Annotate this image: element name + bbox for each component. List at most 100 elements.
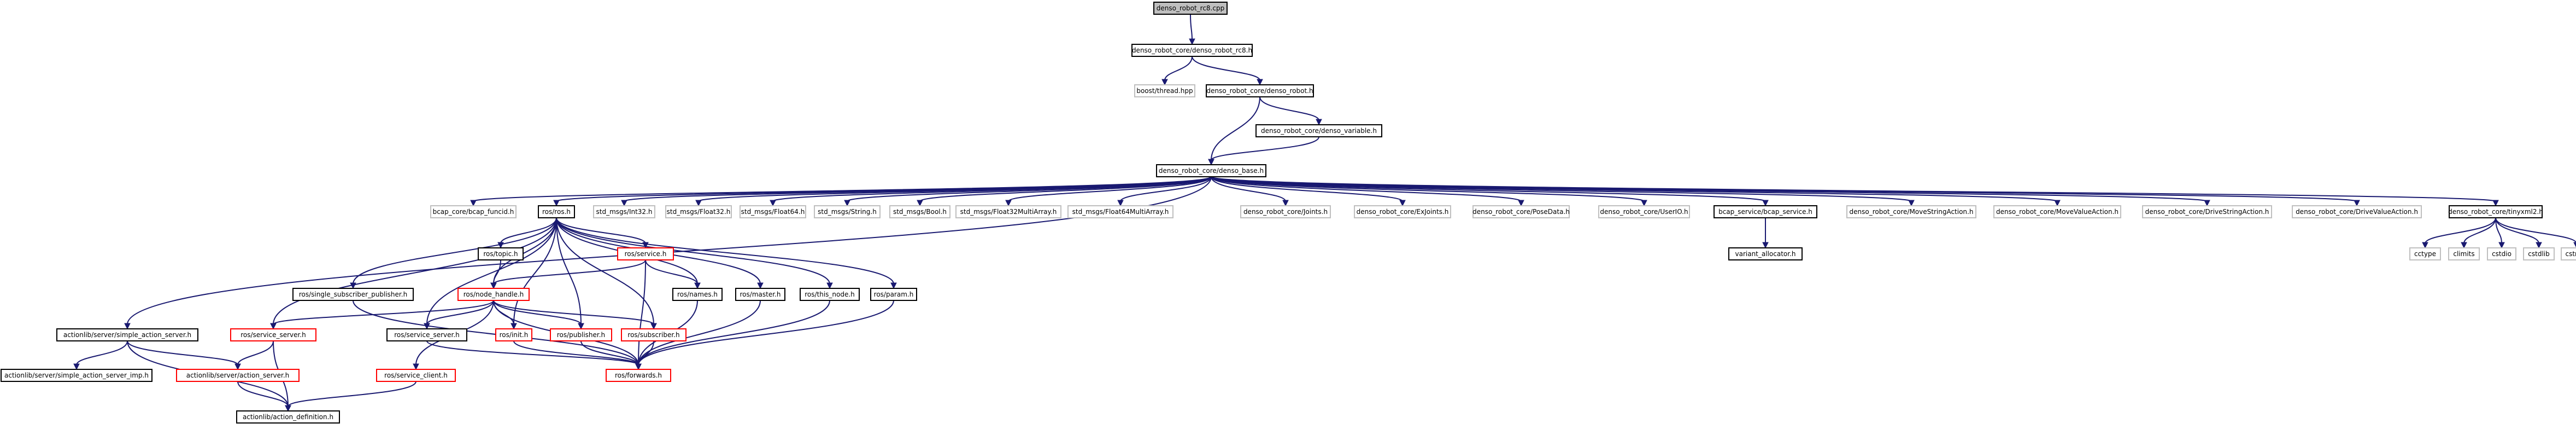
node-label: climits bbox=[2453, 250, 2474, 258]
edge-base-to-exjoints bbox=[1211, 176, 1403, 202]
node-drivevalue[interactable]: denso_robot_core/DriveValueAction.h bbox=[2292, 205, 2422, 218]
node-root[interactable]: denso_robot_rc8.cpp bbox=[1153, 2, 1228, 15]
node-simpleserver[interactable]: actionlib/server/simple_action_server.h bbox=[56, 328, 198, 341]
node-f32multi[interactable]: std_msgs/Float32MultiArray.h bbox=[955, 205, 1061, 218]
node-movestring[interactable]: denso_robot_core/MoveStringAction.h bbox=[1846, 205, 1976, 218]
node-variable[interactable]: denso_robot_core/denso_variable.h bbox=[1255, 124, 1382, 137]
node-label: denso_robot_core/denso_variable.h bbox=[1261, 127, 1377, 135]
node-publisher[interactable]: ros/publisher.h bbox=[550, 328, 612, 341]
node-actiondef[interactable]: actionlib/action_definition.h bbox=[236, 410, 340, 424]
edge-service-to-nodehandle bbox=[493, 259, 646, 285]
node-label: boost/thread.hpp bbox=[1136, 87, 1193, 95]
node-box bbox=[1240, 205, 1331, 218]
node-label: cstring bbox=[2565, 250, 2576, 258]
edge-simpleserver-to-actionserver bbox=[127, 340, 238, 366]
node-bool[interactable]: std_msgs/Bool.h bbox=[889, 205, 950, 218]
node-label: std_msgs/Float64.h bbox=[741, 208, 805, 216]
node-cstdlib[interactable]: cstdlib bbox=[2523, 247, 2555, 260]
node-servicesrv[interactable]: ros/service_server.h bbox=[230, 328, 316, 341]
node-label: denso_robot_core/DriveStringAction.h bbox=[2145, 208, 2269, 216]
edge-service-to-forwards bbox=[638, 259, 646, 366]
node-thisnode[interactable]: ros/this_node.h bbox=[800, 288, 860, 301]
arrowhead-simpleserver-to-simpleserverimp bbox=[73, 363, 80, 370]
node-topic[interactable]: ros/topic.h bbox=[478, 247, 524, 260]
node-label: ros/service_client.h bbox=[384, 372, 448, 379]
node-posedata[interactable]: denso_robot_core/PoseData.h bbox=[1472, 205, 1570, 218]
node-robot[interactable]: denso_robot_core/denso_robot.h bbox=[1206, 84, 1314, 97]
edge-ros-to-publisher bbox=[556, 217, 582, 325]
edge-base-to-joints bbox=[1211, 176, 1286, 202]
node-box bbox=[621, 328, 686, 341]
node-box bbox=[665, 205, 732, 218]
node-serviceclient[interactable]: ros/service_client.h bbox=[376, 369, 456, 382]
node-label: std_msgs/Float32.h bbox=[667, 208, 731, 216]
node-forwards[interactable]: ros/forwards.h bbox=[606, 369, 671, 382]
node-string[interactable]: std_msgs/String.h bbox=[814, 205, 881, 218]
edge-ros-to-servicesrv bbox=[273, 217, 557, 325]
node-actionserver[interactable]: actionlib/server/action_server.h bbox=[176, 369, 300, 382]
arrowhead-base-to-int32 bbox=[621, 200, 627, 207]
node-cstdio[interactable]: cstdio bbox=[2487, 247, 2516, 260]
edge-base-to-tinyxml2 bbox=[1211, 176, 2496, 202]
node-userio[interactable]: denso_robot_core/UserIO.h bbox=[1598, 205, 1690, 218]
node-float32[interactable]: std_msgs/Float32.h bbox=[665, 205, 732, 218]
node-label: ros/names.h bbox=[677, 291, 718, 298]
node-bcapservice[interactable]: bcap_service/bcap_service.h bbox=[1714, 205, 1817, 218]
node-variantalloc[interactable]: variant_allocator.h bbox=[1728, 247, 1803, 260]
node-tinyxml2[interactable]: denso_robot_core/tinyxml2.h bbox=[2448, 205, 2543, 218]
node-exjoints[interactable]: denso_robot_core/ExJoints.h bbox=[1354, 205, 1451, 218]
node-float64[interactable]: std_msgs/Float64.h bbox=[740, 205, 806, 218]
node-label: actionlib/action_definition.h bbox=[243, 413, 333, 421]
node-simpleserverimp[interactable]: actionlib/server/simple_action_server_im… bbox=[1, 369, 152, 382]
arrowhead-nodehandle-to-subscriber bbox=[650, 323, 657, 330]
node-names[interactable]: ros/names.h bbox=[672, 288, 723, 301]
node-box bbox=[1714, 205, 1817, 218]
edge-ros-to-servicesrvh bbox=[426, 217, 557, 325]
node-singlesub[interactable]: ros/single_subscriber_publisher.h bbox=[292, 288, 414, 301]
node-label: denso_robot_core/Joints.h bbox=[1243, 208, 1328, 216]
node-label: ros/init.h bbox=[500, 331, 529, 339]
node-box bbox=[1134, 84, 1195, 97]
arrowhead-nodehandle-to-servicesrv bbox=[270, 323, 277, 330]
edge-actionserver-to-actiondef bbox=[237, 381, 289, 407]
node-label: std_msgs/Float32MultiArray.h bbox=[960, 208, 1057, 216]
node-box bbox=[617, 247, 674, 260]
node-ros[interactable]: ros/ros.h bbox=[538, 205, 575, 218]
node-nodehandle[interactable]: ros/node_handle.h bbox=[457, 288, 530, 301]
node-bcapfuncid[interactable]: bcap_core/bcap_funcid.h bbox=[430, 205, 517, 218]
node-drivestring[interactable]: denso_robot_core/DriveStringAction.h bbox=[2142, 205, 2272, 218]
arrowhead-rc8h-to-thread bbox=[1161, 79, 1168, 86]
node-init[interactable]: ros/init.h bbox=[495, 328, 532, 341]
node-box bbox=[606, 369, 671, 382]
edge-base-to-bool bbox=[919, 176, 1212, 202]
arrowhead-serviceclient-to-actiondef bbox=[285, 405, 291, 412]
edge-topic-to-nodehandle bbox=[493, 259, 501, 285]
node-box bbox=[538, 205, 575, 218]
node-master[interactable]: ros/master.h bbox=[735, 288, 785, 301]
node-cctype[interactable]: cctype bbox=[2409, 247, 2441, 260]
arrowhead-nodehandle-to-init bbox=[510, 323, 517, 330]
node-servicesrvh[interactable]: ros/service_server.h bbox=[386, 328, 467, 341]
edge-ros-to-singlesub bbox=[353, 217, 557, 285]
node-subscriber[interactable]: ros/subscriber.h bbox=[621, 328, 686, 341]
arrowhead-base-to-simpleserver bbox=[124, 323, 131, 330]
node-service[interactable]: ros/service.h bbox=[617, 247, 674, 260]
node-cstring[interactable]: cstring bbox=[2561, 247, 2576, 260]
node-int32[interactable]: std_msgs/Int32.h bbox=[593, 205, 655, 218]
arrowhead-ros-to-topic bbox=[497, 242, 504, 249]
node-climits[interactable]: climits bbox=[2448, 247, 2480, 260]
node-label: actionlib/server/simple_action_server.h bbox=[63, 331, 191, 339]
node-box bbox=[1728, 247, 1803, 260]
node-thread[interactable]: boost/thread.hpp bbox=[1134, 84, 1195, 97]
node-box bbox=[1131, 44, 1253, 57]
arrowhead-base-to-userio bbox=[1641, 200, 1647, 207]
node-label: bcap_core/bcap_funcid.h bbox=[433, 208, 514, 216]
node-param[interactable]: ros/param.h bbox=[870, 288, 917, 301]
node-f64multi[interactable]: std_msgs/Float64MultiArray.h bbox=[1067, 205, 1173, 218]
node-rc8h[interactable]: denso_robot_core/denso_robot_rc8.h bbox=[1131, 44, 1253, 57]
node-joints[interactable]: denso_robot_core/Joints.h bbox=[1240, 205, 1331, 218]
node-base[interactable]: denso_robot_core/denso_base.h bbox=[1156, 164, 1266, 177]
node-box bbox=[672, 288, 723, 301]
node-movevalue[interactable]: denso_robot_core/MoveValueAction.h bbox=[1993, 205, 2121, 218]
